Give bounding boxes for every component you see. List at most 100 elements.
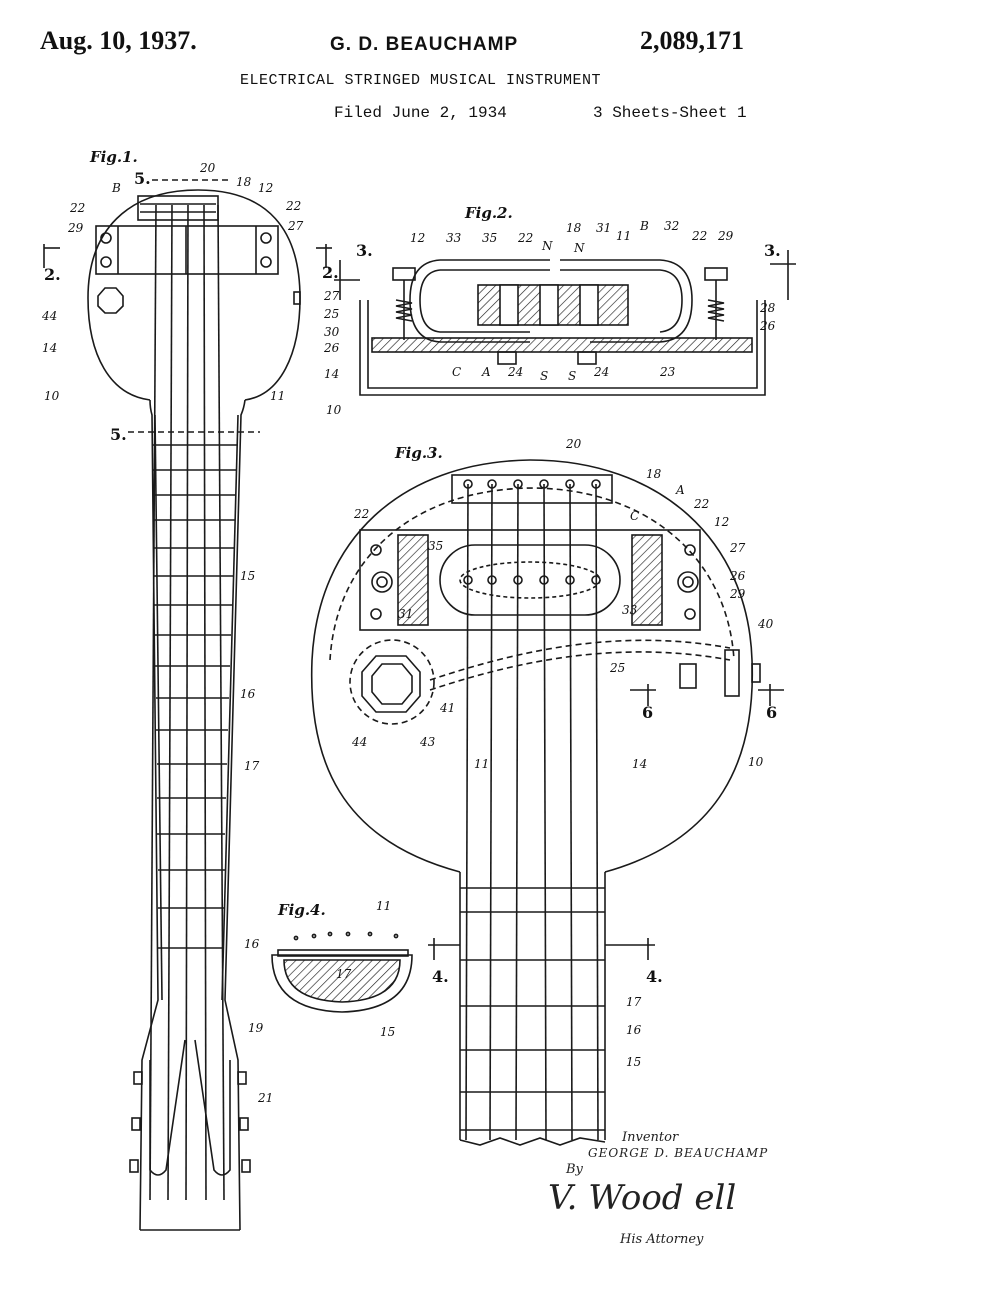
ref-29-fig2: 29	[717, 229, 734, 243]
fig3-label: Fig.3.	[394, 444, 443, 462]
ref-22-fig3-r: 22	[693, 497, 709, 511]
ref-S-fig2-l: S	[540, 369, 548, 383]
ref-12-fig2: 12	[410, 231, 425, 245]
ref-31-fig3: 31	[398, 607, 413, 621]
ref-15-fig3: 15	[626, 1055, 641, 1069]
patent-title: ELECTRICAL STRINGED MUSICAL INSTRUMENT	[240, 72, 602, 89]
ref-21: 21	[257, 1091, 273, 1105]
ref-27-fig2: 27	[323, 289, 340, 303]
attorney-signature: V. Wood ell	[548, 1178, 737, 1218]
ref-22-fig1-l: 22	[69, 201, 85, 215]
ref-22-fig3-l: 22	[353, 507, 369, 521]
ref-17-fig1: 17	[244, 759, 260, 773]
by-label: By	[566, 1162, 583, 1177]
patent-number: 2,089,171	[640, 26, 744, 55]
section-5-top: 5.	[134, 169, 151, 188]
section-5-bottom: 5.	[110, 425, 127, 444]
ref-12: 12	[258, 181, 273, 195]
section-6-right: 6	[766, 703, 777, 722]
ref-33-fig2: 33	[446, 231, 462, 245]
ref-35-fig3: 35	[428, 539, 443, 553]
ref-18: 18	[236, 175, 252, 189]
ref-10-fig1: 10	[44, 389, 60, 403]
ref-33-fig3: 33	[622, 603, 638, 617]
ref-10-fig2: 10	[326, 403, 342, 417]
ref-B-fig1: B	[111, 181, 121, 195]
ref-24-fig2-l: 24	[507, 365, 523, 379]
ref-24-fig2-r: 24	[593, 365, 609, 379]
ref-N-fig2-r: N	[573, 241, 585, 255]
ref-31-fig2: 31	[596, 221, 611, 235]
ref-S-fig2-r: S	[568, 369, 576, 383]
ref-17-fig3: 17	[626, 995, 642, 1009]
ref-11-fig4: 11	[376, 899, 391, 913]
ref-16-fig1: 16	[240, 687, 256, 701]
ref-22-fig1-r: 22	[285, 199, 301, 213]
ref-23: 23	[659, 365, 676, 379]
patent-date: Aug. 10, 1937.	[40, 26, 197, 55]
ref-27-fig3: 27	[729, 541, 746, 555]
ref-35-fig2: 35	[482, 231, 497, 245]
ref-10-fig3: 10	[748, 755, 764, 769]
ref-C-fig2: C	[452, 365, 461, 379]
section-labels: 5. 5. 2. 2. 3. 3. 4. 4. 6 6	[44, 169, 781, 986]
reference-numerals: 20 18 12 B 22 22 29 27 44 14 10 11 15 16…	[41, 161, 776, 1105]
fig1-label: Fig.1.	[89, 148, 138, 166]
ref-16-fig3: 16	[626, 1023, 642, 1037]
ref-12-fig3: 12	[714, 515, 729, 529]
ref-11-fig1: 11	[270, 389, 285, 403]
sheet-count: 3 Sheets-Sheet 1	[593, 104, 747, 122]
section-4-left: 4.	[432, 967, 449, 986]
ref-40: 40	[757, 617, 774, 631]
fig1-instrument	[43, 179, 332, 1231]
section-2-right: 2.	[322, 263, 339, 282]
ref-A-fig3: A	[675, 483, 685, 497]
ref-C-fig3: C	[630, 509, 639, 523]
ref-22-fig2-l: 22	[517, 231, 533, 245]
inventor-caption: Inventor	[622, 1130, 679, 1145]
inventor-name: G. D. BEAUCHAMP	[330, 34, 519, 55]
ref-32-fig2: 32	[664, 219, 679, 233]
ref-25-fig3: 25	[609, 661, 625, 675]
ref-14-fig2: 14	[324, 367, 339, 381]
ref-20-fig3: 20	[565, 437, 582, 451]
ref-30-fig2: 30	[324, 325, 340, 339]
ref-14-fig3: 14	[632, 757, 647, 771]
ref-26-fig3: 26	[729, 569, 746, 583]
ref-26-fig2-l: 26	[323, 341, 340, 355]
fig4-label: Fig.4.	[277, 901, 326, 919]
ref-29-fig3: 29	[729, 587, 746, 601]
his-attorney-label: His Attorney	[620, 1232, 704, 1247]
ref-29-fig1: 29	[67, 221, 84, 235]
fig2-section	[334, 250, 796, 396]
section-6-left: 6	[642, 703, 653, 722]
ref-20: 20	[199, 161, 216, 175]
ref-A-fig2: A	[481, 365, 491, 379]
ref-N-fig2-l: N	[541, 239, 553, 253]
ref-26-fig2-r: 26	[759, 319, 776, 333]
ref-41: 41	[439, 701, 455, 715]
ref-17-fig4: 17	[336, 967, 352, 981]
ref-14-fig1: 14	[42, 341, 57, 355]
inventor-signature-name: GEORGE D. BEAUCHAMP	[588, 1146, 769, 1160]
fig3-body	[310, 459, 784, 1146]
section-2-left: 2.	[44, 265, 61, 284]
ref-22-fig2-r: 22	[691, 229, 707, 243]
section-3-right: 3.	[764, 241, 781, 260]
ref-15-fig4: 15	[380, 1025, 395, 1039]
ref-16-fig4: 16	[244, 937, 260, 951]
ref-B-fig2: B	[639, 219, 649, 233]
section-3-left: 3.	[356, 241, 373, 260]
section-4-right: 4.	[646, 967, 663, 986]
ref-18-fig3: 18	[646, 467, 662, 481]
ref-43: 43	[419, 735, 436, 749]
fig4-neck-section	[271, 931, 413, 1013]
ref-27-fig1: 27	[287, 219, 304, 233]
ref-44-fig1: 44	[41, 309, 57, 323]
ref-11-fig2: 11	[616, 229, 631, 243]
ref-28-fig2: 28	[759, 301, 776, 315]
ref-11-fig3: 11	[474, 757, 489, 771]
ref-19: 19	[248, 1021, 264, 1035]
fig2-label: Fig.2.	[464, 204, 513, 222]
